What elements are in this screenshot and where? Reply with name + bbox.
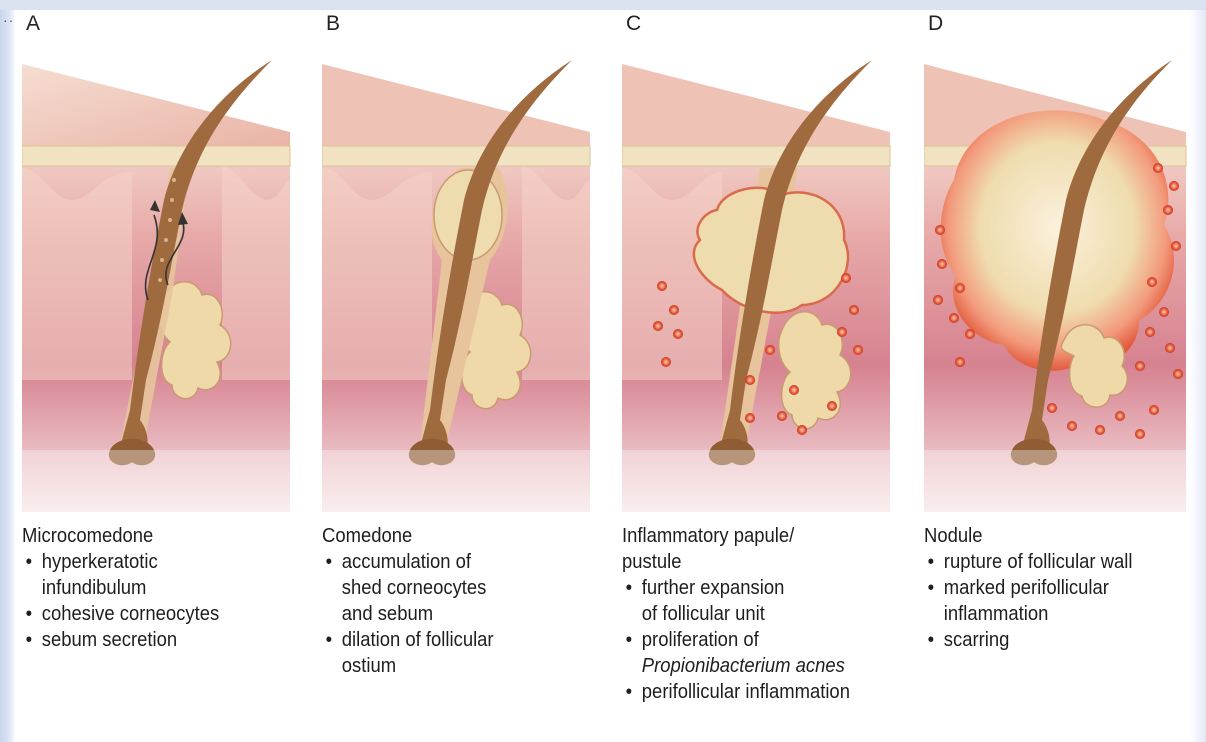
top-band <box>0 0 1206 10</box>
epidermis-band <box>22 146 290 166</box>
organism-name: Propionibacterium acnes <box>642 654 845 677</box>
epidermis-ridges <box>22 168 132 380</box>
caption-a: Microcomedone hyperkeratoticinfundibulum… <box>22 523 279 653</box>
stage-title: Comedone <box>322 523 579 549</box>
bullet-item: scarring <box>924 627 1181 653</box>
epidermis-band <box>622 146 890 166</box>
caption-c: Inflammatory papule/pustule further expa… <box>622 523 879 705</box>
bullet-item: perifollicular inflammation <box>622 679 879 705</box>
panel-letter: B <box>326 12 340 36</box>
nodule-illustration <box>924 50 1196 512</box>
stage-title: Inflammatory papule/pustule <box>622 523 879 575</box>
panel-letter: D <box>928 12 943 36</box>
comedone-illustration <box>322 50 594 512</box>
microcomedone-illustration <box>22 50 294 512</box>
caption-d: Nodule rupture of follicular wall marked… <box>924 523 1181 653</box>
panel-a: A <box>22 12 294 742</box>
panel-d: D <box>924 12 1196 742</box>
fade <box>22 450 290 512</box>
bullet-item: cohesive corneocytes <box>22 601 279 627</box>
bullet-item: sebum secretion <box>22 627 279 653</box>
stage-title: Nodule <box>924 523 1181 549</box>
epidermis-band <box>322 146 590 166</box>
edge-mark: ·· <box>3 12 14 28</box>
inflammatory-papule-illustration <box>622 50 894 512</box>
panel-c: C <box>622 12 894 742</box>
bullet-item: rupture of follicular wall <box>924 549 1181 575</box>
panel-letter: C <box>626 12 641 36</box>
stage-title: Microcomedone <box>22 523 279 549</box>
panel-letter: A <box>26 12 40 36</box>
